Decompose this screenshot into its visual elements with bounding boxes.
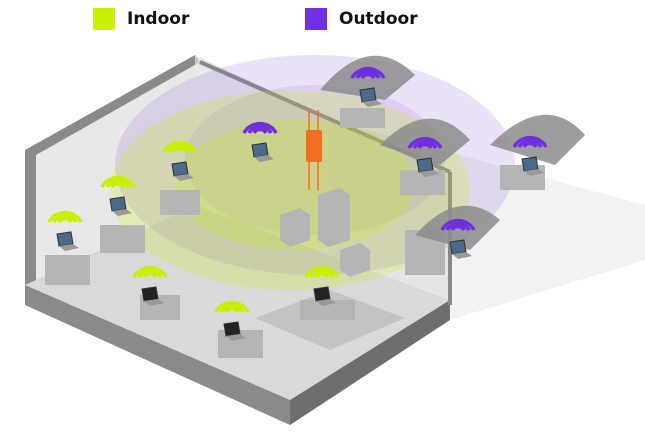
furniture <box>45 108 545 358</box>
indoor-swatch <box>93 8 115 30</box>
legend-item-indoor: Indoor <box>93 8 189 30</box>
wifi-icon <box>47 210 83 224</box>
wifi-icon <box>304 265 340 279</box>
laptop-icon <box>251 142 274 162</box>
outdoor-client <box>440 218 476 259</box>
laptop-icon <box>171 161 194 181</box>
indoor-client <box>47 210 83 251</box>
wifi-icon <box>242 121 278 135</box>
laptop-icon <box>449 239 472 259</box>
floor-slab-front <box>25 285 290 425</box>
laptop-icon <box>313 286 336 306</box>
laptop-icon <box>223 321 246 341</box>
left-wall <box>25 55 195 285</box>
wifi-icon <box>350 66 386 80</box>
wifi-icon <box>162 140 198 154</box>
outdoor-client <box>407 136 443 177</box>
wifi-icon <box>440 218 476 232</box>
wifi-icon <box>407 136 443 150</box>
indoor-client <box>214 300 250 341</box>
wifi-icon <box>132 265 168 279</box>
laptop-icon <box>109 196 132 216</box>
indoor-client <box>100 175 136 216</box>
outdoor-coverage-outer <box>115 55 515 275</box>
indoor-coverage-inner <box>175 120 415 250</box>
back-wall <box>195 55 450 300</box>
outdoor-client <box>350 66 386 107</box>
outdoor-swatch <box>305 8 327 30</box>
laptop-icon <box>141 286 164 306</box>
legend-label-indoor: Indoor <box>127 9 190 29</box>
laptop-icon <box>521 156 544 176</box>
laptop-icon <box>56 231 79 251</box>
laptop-icon <box>416 157 439 177</box>
access-point <box>306 110 322 190</box>
wifi-icon <box>100 175 136 189</box>
outdoor-client <box>512 135 548 176</box>
legend-item-outdoor: Outdoor <box>305 8 418 30</box>
wifi-icon <box>214 300 250 314</box>
indoor-client <box>162 140 198 181</box>
indoor-coverage-outer <box>110 90 470 290</box>
laptop-icon <box>359 87 382 107</box>
outdoor-client <box>242 121 278 162</box>
wifi-icon <box>512 135 548 149</box>
indoor-client <box>304 265 340 306</box>
legend-label-outdoor: Outdoor <box>339 9 418 29</box>
floor-slab-side <box>290 300 450 425</box>
indoor-client <box>132 265 168 306</box>
